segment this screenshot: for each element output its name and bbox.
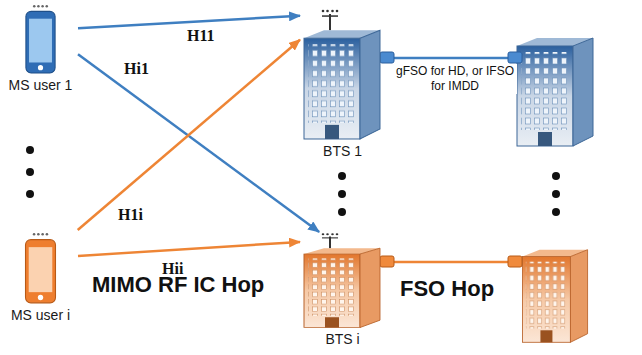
channel-label-wrap: Hi1 bbox=[122, 60, 151, 78]
channel-label: H11 bbox=[185, 27, 217, 44]
channel-arrow bbox=[78, 40, 300, 230]
node-label: BTS i bbox=[323, 331, 361, 348]
node-box: MS user 1 bbox=[3, 2, 78, 94]
base-station-icon bbox=[300, 232, 385, 329]
phone-icon bbox=[3, 2, 78, 75]
channel-label-wrap: Hii bbox=[160, 260, 185, 278]
fso-link bbox=[380, 52, 522, 63]
node-label: BTS 1 bbox=[321, 143, 364, 160]
channel-label-wrap: H11 bbox=[185, 27, 217, 45]
node-label: MS user i bbox=[9, 307, 72, 324]
text-label: FSO Hop bbox=[400, 276, 494, 302]
channel-label: H1i bbox=[116, 206, 145, 223]
building bbox=[522, 250, 587, 343]
hop-title: FSO Hop bbox=[400, 276, 494, 302]
text-label: gFSO for HD, or IFSO for IMDD bbox=[393, 64, 517, 94]
building bbox=[517, 38, 593, 146]
channel-label: Hi1 bbox=[122, 60, 151, 77]
channel-label-wrap: H1i bbox=[116, 206, 145, 224]
node-box: MS user i bbox=[3, 230, 78, 324]
channel-label: Hii bbox=[160, 260, 185, 277]
base-station-icon bbox=[300, 8, 385, 141]
node-label: MS user 1 bbox=[7, 77, 75, 94]
node-box: BTS 1 bbox=[300, 8, 385, 160]
channel-arrow bbox=[78, 54, 319, 232]
channel-arrow bbox=[78, 242, 300, 256]
link-note: gFSO for HD, or IFSO for IMDD bbox=[393, 64, 517, 94]
node-box: BTS i bbox=[300, 232, 385, 348]
phone-icon bbox=[3, 230, 78, 305]
fso-link bbox=[380, 256, 522, 267]
